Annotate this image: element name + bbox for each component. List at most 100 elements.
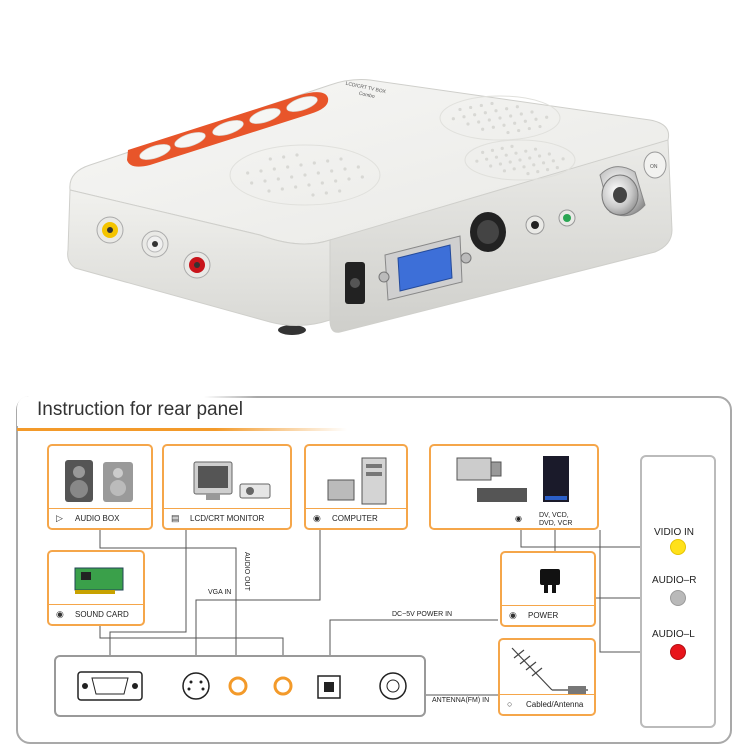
antenna-icon xyxy=(511,647,588,694)
vent-hole xyxy=(505,107,509,111)
vent-hole xyxy=(509,114,513,118)
vent-hole xyxy=(466,122,470,126)
video-in-label: VIDIO IN xyxy=(654,527,695,538)
vent-hole xyxy=(299,163,303,167)
vent-hole xyxy=(534,117,538,121)
vent-hole xyxy=(561,157,565,161)
vent-hole xyxy=(294,185,298,189)
video-in-jack xyxy=(670,539,686,555)
vent-hole xyxy=(526,172,530,176)
computer-label: COMPUTER xyxy=(332,514,378,523)
vent-hole xyxy=(481,127,485,131)
audio-out-port-drawing xyxy=(228,676,293,696)
vent-hole xyxy=(326,159,330,163)
vent-hole xyxy=(506,130,510,135)
vent-hole xyxy=(320,181,324,185)
vent-hole xyxy=(498,162,503,166)
antenna-in-label: ANTENNA(FM) IN xyxy=(432,697,490,704)
vent-hole xyxy=(339,157,343,161)
diagram-title-text: Instruction for rear panel xyxy=(37,399,243,420)
vent-hole xyxy=(479,103,483,108)
vent-hole xyxy=(513,121,517,125)
audio-l-label: AUDIO–L xyxy=(652,629,695,640)
vent-hole xyxy=(347,177,351,181)
vent-hole xyxy=(330,169,334,173)
vent-hole xyxy=(469,105,473,110)
power-in-label: DC~5V POWER IN xyxy=(392,611,453,618)
vent-hole xyxy=(338,189,342,193)
s-video-port-drawing xyxy=(182,672,210,700)
vent-hole xyxy=(268,157,272,161)
antenna-port-drawing xyxy=(379,672,407,700)
vent-hole xyxy=(282,155,286,159)
vent-hole xyxy=(316,171,320,175)
monitor-label: LCD/CRT MONITOR xyxy=(190,514,265,523)
vent-hole xyxy=(545,115,549,119)
rca-port-icon: ◉ xyxy=(515,514,522,523)
dvd-camcorder-icon xyxy=(456,456,569,502)
vent-hole xyxy=(272,167,276,171)
vent-hole xyxy=(538,124,542,129)
monitor-icon xyxy=(193,461,271,500)
vga-port-drawing xyxy=(77,671,143,701)
vent-hole xyxy=(307,183,311,187)
dvd-vcr-card: ◉ DV, VCD, DVD, VCR xyxy=(429,444,599,530)
speakers-icon xyxy=(65,460,133,502)
vent-hole xyxy=(512,167,516,171)
title-underline xyxy=(17,428,347,431)
top-label-line-2: Combo xyxy=(358,91,375,100)
computer-icon xyxy=(327,457,387,505)
audio-r-jack xyxy=(670,590,686,606)
vent-hole xyxy=(490,148,495,152)
vent-hole xyxy=(490,101,494,106)
vent-hole xyxy=(481,150,485,154)
vent-hole xyxy=(533,147,538,151)
tv-box-photo: LCD/CRT TV BOX Combo xyxy=(67,79,673,335)
vga-port-icon: ▤ xyxy=(171,513,180,523)
switch-label: ON xyxy=(650,164,658,170)
vent-hole xyxy=(246,171,250,175)
vent-hole xyxy=(494,155,499,159)
diagram-title: Instruction for rear panel xyxy=(17,396,257,426)
vent-hole xyxy=(504,153,508,157)
vent-hole xyxy=(547,152,551,156)
vent-hole xyxy=(267,189,271,193)
vent-hole xyxy=(551,159,555,163)
vent-hole xyxy=(541,161,546,165)
dvd-label-line-2: DVD, VCR xyxy=(539,520,573,527)
vent-hole xyxy=(555,166,559,170)
vent-hole xyxy=(508,160,512,164)
vent-hole xyxy=(536,170,540,174)
vent-hole xyxy=(524,149,528,153)
vent-hole xyxy=(324,191,328,195)
vent-hole xyxy=(510,144,514,148)
vent-hole xyxy=(502,169,507,173)
audio-jack-icon: ◉ xyxy=(56,609,64,619)
vent-hole xyxy=(519,112,523,116)
vent-hole xyxy=(343,167,347,171)
vent-hole xyxy=(487,118,491,122)
vent-hole xyxy=(259,169,263,173)
sound-card-label: SOUND CARD xyxy=(75,610,129,619)
power-plug-icon xyxy=(540,569,560,593)
top-buttons xyxy=(127,92,329,167)
vent-hole xyxy=(483,111,487,115)
vent-hole xyxy=(527,126,531,131)
vent-hole xyxy=(514,151,518,155)
sound-card-card: ◉ SOUND CARD xyxy=(47,550,145,626)
power-port-icon: ◉ xyxy=(509,610,517,620)
vga-in-label: VGA IN xyxy=(208,589,232,596)
computer-card: ◉ COMPUTER xyxy=(304,444,408,530)
vent-hole xyxy=(515,105,519,109)
antenna-label: Cabled/Antenna xyxy=(526,700,584,709)
audio-box-label: AUDIO BOX xyxy=(75,514,120,523)
vent-hole xyxy=(494,109,498,113)
coax-port-icon: ○ xyxy=(507,699,513,709)
vent-hole xyxy=(280,187,284,191)
vent-hole xyxy=(250,181,254,185)
monitor-card: ▤ LCD/CRT MONITOR xyxy=(162,444,292,530)
antenna-card: ○ Cabled/Antenna xyxy=(498,638,596,716)
vent-hole xyxy=(473,113,477,117)
vent-hole xyxy=(489,164,493,168)
